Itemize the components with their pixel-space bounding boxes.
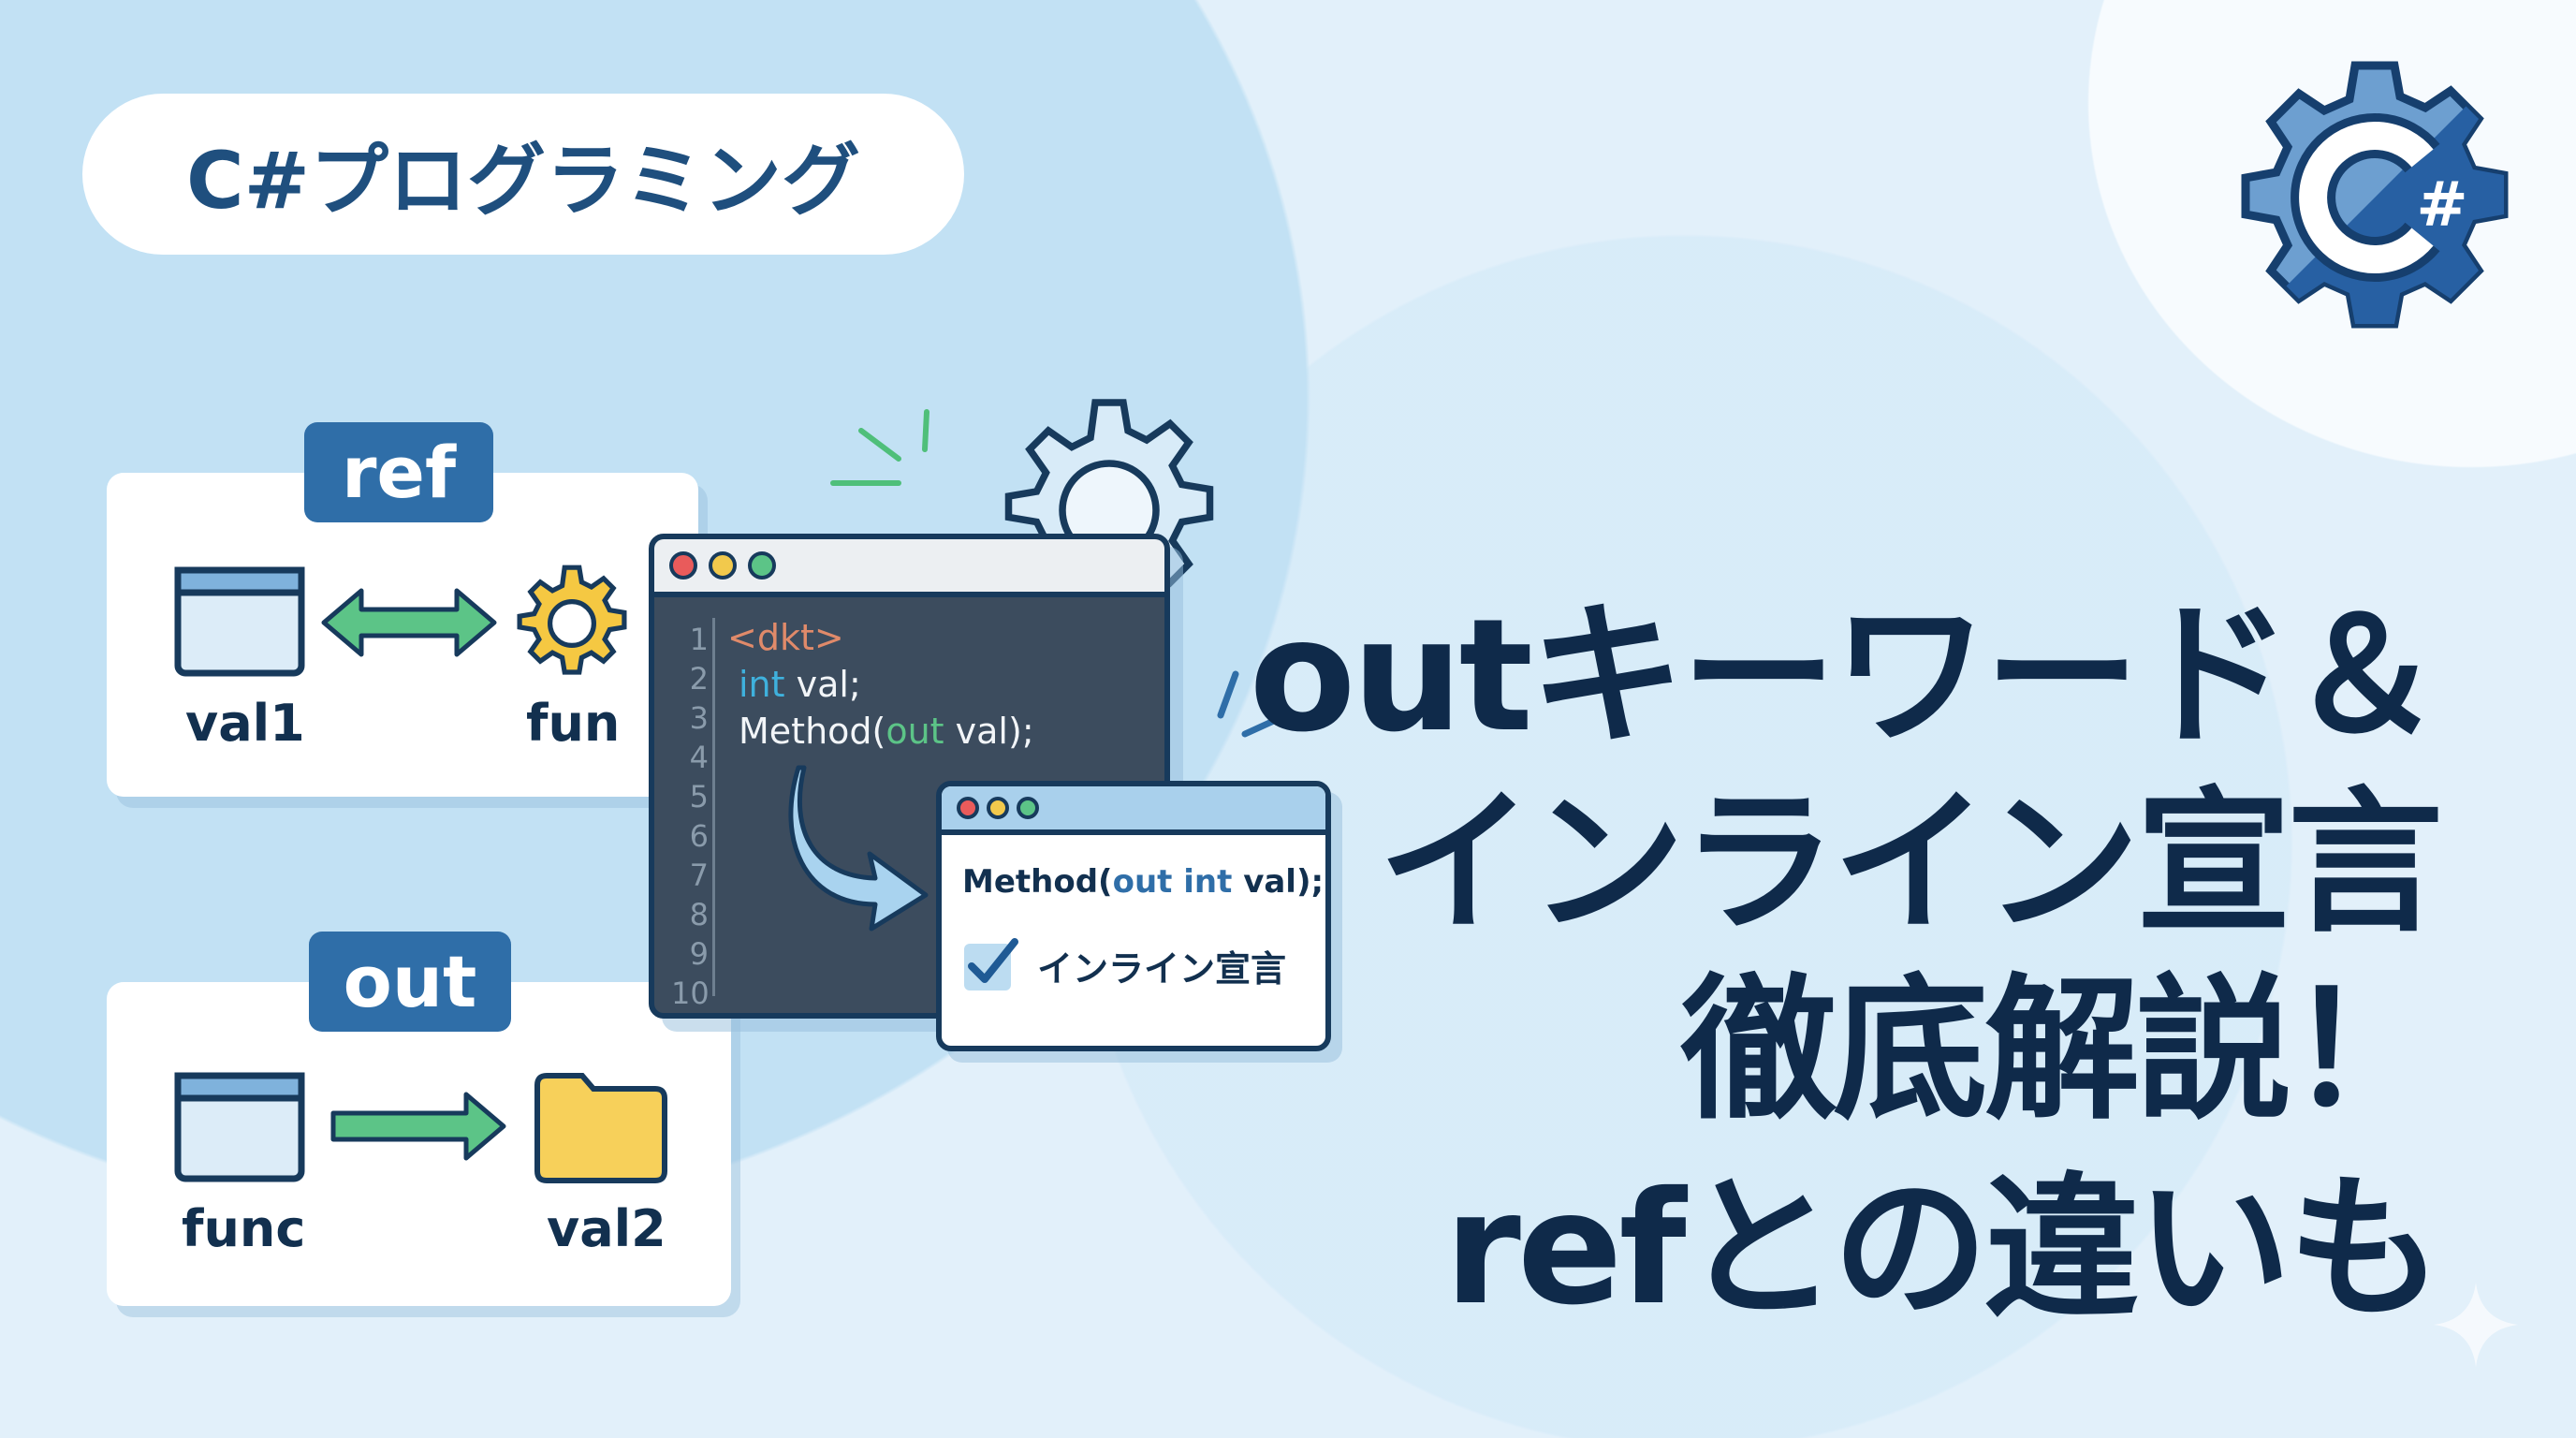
svg-text:#: # — [2416, 169, 2467, 241]
code-text: Method( — [962, 863, 1113, 901]
line-number: 3 — [689, 700, 709, 736]
gutter-line — [712, 618, 715, 996]
window-icon — [174, 1072, 305, 1182]
window-titlebar — [654, 539, 1164, 597]
code-line-2: int val; — [739, 665, 861, 704]
line-number: 7 — [689, 858, 709, 893]
ref-left-label: val1 — [185, 694, 305, 753]
line-number: 6 — [689, 818, 709, 854]
ref-card: val1 fun — [107, 473, 698, 797]
minimize-dot — [987, 797, 1009, 819]
maximize-dot — [1017, 797, 1039, 819]
result-window: Method(out int val); インライン宣言 — [936, 781, 1331, 1051]
folder-icon — [534, 1073, 667, 1183]
window-titlebar — [942, 786, 1325, 835]
title-line-4: refとの違いも — [1443, 1159, 2443, 1340]
gear-icon — [517, 565, 627, 675]
close-dot — [669, 551, 697, 580]
line-number: 5 — [689, 779, 709, 814]
code-text: val); — [1232, 863, 1325, 901]
checkmark-icon — [964, 938, 1018, 990]
title-line-3: 徹底解説！ — [1681, 961, 2443, 1141]
line-number: 4 — [689, 740, 709, 775]
code-line-3: Method(out val); — [739, 712, 1034, 751]
line-number: 2 — [689, 661, 709, 697]
line-number: 9 — [689, 936, 709, 972]
ref-right-label: fun — [526, 694, 621, 753]
out-right-label: val2 — [547, 1199, 666, 1258]
title-line-2: インライン宣言 — [1378, 773, 2443, 954]
out-badge: out — [309, 932, 511, 1032]
inline-declaration-checkbox[interactable]: インライン宣言 — [962, 936, 1286, 994]
result-code: Method(out int val); — [962, 863, 1324, 901]
code-text: val; — [784, 664, 861, 705]
keyword: out — [886, 711, 944, 752]
code-text: Method( — [739, 711, 886, 752]
category-pill: C#プログラミング — [82, 94, 964, 255]
sparkle-icon — [2434, 1283, 2518, 1367]
code-line-1: <dkt> — [727, 617, 844, 658]
minimize-dot — [709, 551, 737, 580]
keyword: int — [739, 664, 785, 705]
title-line-1: outキーワード＆ — [1249, 586, 2443, 767]
double-arrow-icon — [321, 588, 497, 657]
close-dot — [957, 797, 979, 819]
spark-icon — [1217, 670, 1290, 738]
window-icon — [174, 566, 305, 677]
line-number: 10 — [671, 976, 710, 1011]
csharp-gear-logo: # — [2241, 61, 2509, 329]
checkbox-label: インライン宣言 — [1037, 947, 1287, 990]
right-arrow-icon — [330, 1092, 506, 1161]
ref-badge: ref — [304, 422, 493, 522]
maximize-dot — [748, 551, 776, 580]
curved-arrow-icon — [788, 765, 929, 932]
line-number: 8 — [689, 897, 709, 932]
keyword: out int — [1112, 863, 1233, 901]
code-text: val); — [944, 711, 1034, 752]
line-number: 1 — [689, 622, 709, 657]
out-left-label: func — [182, 1199, 306, 1258]
spark-icon — [830, 409, 929, 486]
out-card: func val2 — [107, 982, 731, 1306]
